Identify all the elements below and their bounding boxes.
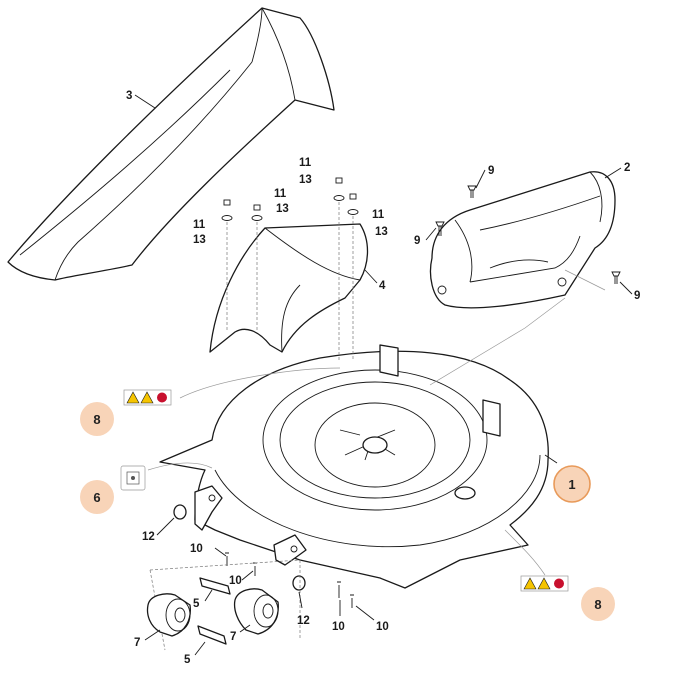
label-part-9-top: 9 bbox=[488, 165, 494, 177]
label-part-13: 13 bbox=[375, 226, 388, 238]
warning-triangle-decal-icon bbox=[537, 577, 551, 590]
grass-chute-part[interactable] bbox=[7, 7, 335, 281]
label-part-2: 2 bbox=[624, 162, 630, 174]
leader-lines bbox=[134, 94, 633, 656]
rear-cover-part[interactable] bbox=[429, 171, 616, 309]
label-part-12-left: 12 bbox=[142, 531, 155, 543]
label-part-5: 5 bbox=[193, 598, 200, 610]
deflector-part[interactable] bbox=[209, 223, 369, 353]
mower-deck-part[interactable] bbox=[159, 344, 549, 589]
hub-cap-left[interactable] bbox=[173, 504, 187, 520]
label-part-3: 3 bbox=[126, 90, 132, 102]
label-part-10: 10 bbox=[376, 621, 389, 633]
stop-decal-icon bbox=[554, 578, 564, 589]
callout-6[interactable]: 6 bbox=[80, 480, 114, 514]
label-part-12-right: 12 bbox=[297, 615, 310, 627]
axle-lower[interactable] bbox=[197, 625, 227, 645]
label-part-10: 10 bbox=[332, 621, 345, 633]
callout-8-upper[interactable]: 8 bbox=[80, 402, 114, 436]
warning-triangle-decal-icon bbox=[140, 391, 154, 404]
label-part-13: 13 bbox=[276, 203, 289, 215]
label-part-7: 7 bbox=[134, 637, 140, 649]
label-part-10: 10 bbox=[229, 575, 242, 587]
callout-8-number: 8 bbox=[594, 597, 601, 612]
safety-decal-upper[interactable] bbox=[123, 389, 172, 406]
stop-decal-icon bbox=[157, 392, 167, 403]
callout-8-lower[interactable]: 8 bbox=[581, 587, 615, 621]
label-part-5: 5 bbox=[184, 654, 191, 666]
warning-triangle-decal-icon bbox=[523, 577, 537, 590]
nut-washer-set[interactable] bbox=[221, 177, 359, 221]
info-decal[interactable] bbox=[120, 465, 146, 491]
safety-decal-lower[interactable] bbox=[520, 575, 569, 592]
wheel-right[interactable] bbox=[233, 588, 279, 635]
screw-9-left[interactable] bbox=[435, 221, 445, 236]
label-part-4: 4 bbox=[379, 280, 386, 292]
callout-1-number: 1 bbox=[568, 477, 575, 492]
label-part-11: 11 bbox=[274, 188, 287, 200]
axle-upper[interactable] bbox=[199, 577, 231, 595]
label-part-13: 13 bbox=[299, 174, 312, 186]
label-part-11: 11 bbox=[372, 209, 385, 221]
label-part-9-right: 9 bbox=[634, 290, 640, 302]
label-part-13: 13 bbox=[193, 234, 206, 246]
label-part-10: 10 bbox=[190, 543, 203, 555]
screw-9-right[interactable] bbox=[611, 271, 621, 284]
label-part-11: 11 bbox=[193, 219, 206, 231]
callout-8-number: 8 bbox=[93, 412, 100, 427]
label-part-9-left: 9 bbox=[414, 235, 420, 247]
screw-9-top[interactable] bbox=[467, 185, 477, 198]
cover-mount-screws bbox=[437, 277, 567, 295]
hub-cap-right[interactable] bbox=[292, 575, 306, 591]
info-decal-icon bbox=[126, 471, 140, 485]
wheel-left[interactable] bbox=[146, 593, 191, 637]
label-part-11: 11 bbox=[299, 157, 312, 169]
callout-1[interactable]: 1 bbox=[553, 465, 591, 503]
callout-6-number: 6 bbox=[93, 490, 100, 505]
warning-triangle-decal-icon bbox=[126, 391, 140, 404]
label-part-7: 7 bbox=[230, 631, 236, 643]
